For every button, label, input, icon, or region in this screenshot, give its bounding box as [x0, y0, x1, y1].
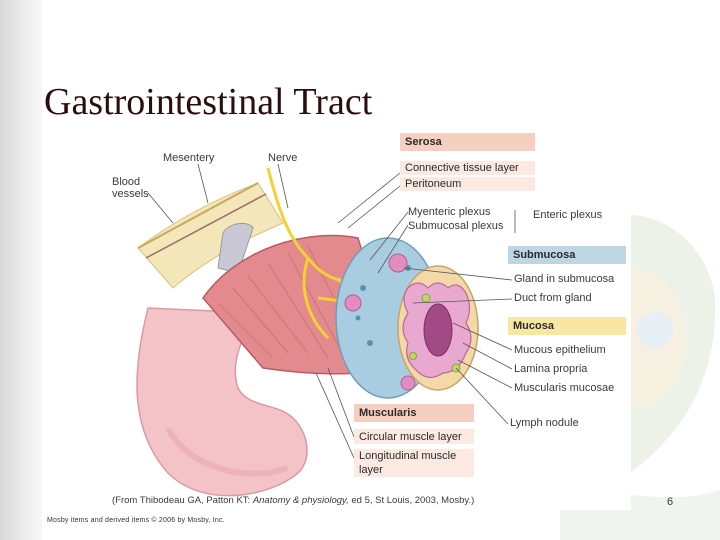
- slide-title: Gastrointestinal Tract: [44, 80, 372, 124]
- muscularis-item-circular: Circular muscle layer: [354, 429, 474, 444]
- page-number: 6: [667, 496, 673, 508]
- label-duct-from-gland: Duct from gland: [514, 292, 592, 304]
- copyright-notice: Mosby items and derived items © 2006 by …: [47, 517, 225, 524]
- label-enteric-plexus: Enteric plexus: [533, 209, 602, 221]
- label-lymph-nodule: Lymph nodule: [510, 417, 579, 429]
- credit-book-title: Anatomy & physiology,: [253, 495, 349, 506]
- muscularis-header: Muscularis: [354, 404, 474, 422]
- label-lamina-propria: Lamina propria: [514, 363, 587, 375]
- label-blood-vessels-line2: vessels: [112, 188, 149, 200]
- gi-tract-diagram: Mesentery Nerve Blood vessels Serosa Con…: [108, 128, 631, 510]
- credit-suffix: ed 5, St Louis, 2003, Mosby.): [349, 495, 475, 506]
- label-mesentery: Mesentery: [163, 152, 214, 164]
- label-submucosal-plexus: Submucosal plexus: [408, 220, 503, 232]
- slide-left-gradient-strip: [0, 0, 42, 540]
- credit-prefix: (From Thibodeau GA, Patton KT:: [112, 495, 253, 506]
- figure-credit: (From Thibodeau GA, Patton KT: Anatomy &…: [112, 495, 474, 506]
- label-mucous-epithelium: Mucous epithelium: [514, 344, 606, 356]
- label-blood-vessels-line1: Blood: [112, 176, 140, 188]
- serosa-item-peritoneum: Peritoneum: [400, 177, 535, 191]
- serosa-item-connective-tissue: Connective tissue layer: [400, 161, 535, 175]
- submucosa-header: Submucosa: [508, 246, 626, 264]
- label-muscularis-mucosae: Muscularis mucosae: [514, 382, 614, 394]
- muscularis-item-longitudinal: Longitudinal muscle: [354, 449, 474, 463]
- label-gland-in-submucosa: Gland in submucosa: [514, 273, 614, 285]
- serosa-header: Serosa: [400, 133, 535, 151]
- mucosa-header: Mucosa: [508, 317, 626, 335]
- muscularis-item-layer: layer: [354, 463, 474, 477]
- label-myenteric-plexus: Myenteric plexus: [408, 206, 491, 218]
- label-nerve: Nerve: [268, 152, 297, 164]
